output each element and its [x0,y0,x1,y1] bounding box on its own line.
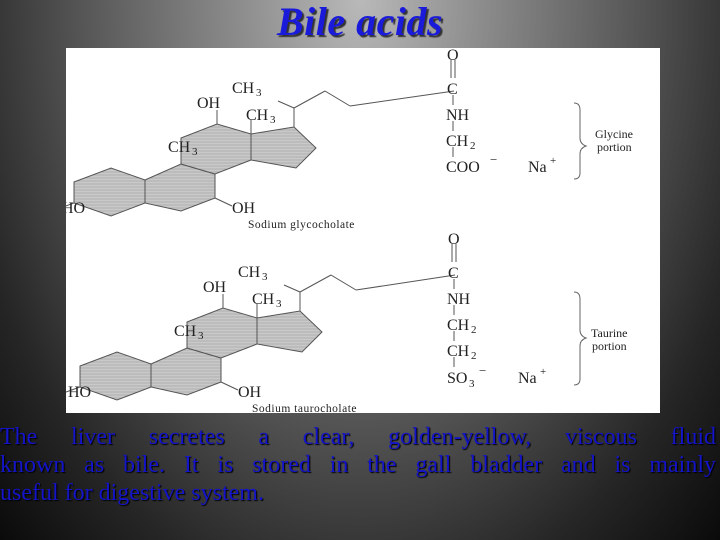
mol1-nh-label: NH [446,107,470,124]
mol1-sub: 3 [192,146,198,158]
mol2-oh-c12-label: OH [203,279,227,296]
mol1-c-label: C [447,81,458,98]
mol1-sub: 3 [270,114,276,126]
mol1-ho-label: HO [66,200,85,217]
glycine-portion-label: Glycine [595,127,633,141]
mol2-nh-label: NH [447,291,471,308]
mol2-sub: 3 [262,271,268,283]
mol1-ch3-c13-label: CH [246,107,269,124]
mol2-ho-label: HO [68,384,91,401]
mol1-coo-label: COO [446,159,480,176]
mol2-sub: 3 [276,298,282,310]
mol1-ch2-label: CH [446,133,469,150]
mol1-na-label: Na [528,159,547,176]
mol2-sub: 2 [471,350,477,362]
mol1-minus: − [490,152,497,167]
mol1-o-label: O [447,48,459,64]
mol1-ch3-side-label: CH [232,80,255,97]
mol1-plus: + [550,155,556,167]
mol2-ch2-label: CH [447,317,470,334]
taurine-portion-label-2: portion [592,339,627,353]
body-line-3: useful for digestive system. [0,480,264,506]
mol2-ch3-c13-label: CH [252,291,275,308]
glycocholate-structure: HO OH OH CH 3 CH 3 CH 3 O C NH CH 2 COO … [66,48,633,231]
body-line-2: known as bile. It is stored in the gall … [0,452,716,478]
mol2-minus: − [479,363,486,378]
mol1-oh-c12-label: OH [197,95,221,112]
glycocholate-caption: Sodium glycocholate [248,219,355,231]
mol1-ch3-c10-label: CH [168,139,191,156]
mol2-sub: 3 [469,378,475,390]
taurocholate-caption: Sodium taurocholate [252,403,357,413]
mol2-sub: 3 [198,330,204,342]
glycine-portion-label-2: portion [597,140,632,154]
body-paragraph: The liver secretes a clear, golden-yello… [0,423,716,507]
mol2-sub: 2 [471,324,477,336]
mol2-ch3-c10-label: CH [174,323,197,340]
mol2-oh-c7-label: OH [238,384,262,401]
mol2-na-label: Na [518,370,537,387]
taurine-portion-label: Taurine [591,326,627,340]
mol2-c-label: C [448,265,459,282]
body-line-1: The liver secretes a clear, golden-yello… [0,424,716,450]
mol2-ch3-side-label: CH [238,264,261,281]
mol2-ch2b-label: CH [447,343,470,360]
mol1-sub: 3 [256,87,262,99]
mol1-oh-c7-label: OH [232,200,256,217]
bile-acid-structures-figure: HO OH OH CH 3 CH 3 CH 3 O C NH CH 2 COO … [66,48,660,413]
taurocholate-structure: HO OH OH CH 3 CH 3 CH 3 O C NH CH 2 CH 2… [66,231,627,413]
mol2-so3-label: SO [447,370,467,387]
slide-title: Bile acids [276,0,444,44]
mol2-plus: + [540,366,546,378]
mol2-o-label: O [448,231,460,248]
mol1-sub: 2 [470,140,476,152]
